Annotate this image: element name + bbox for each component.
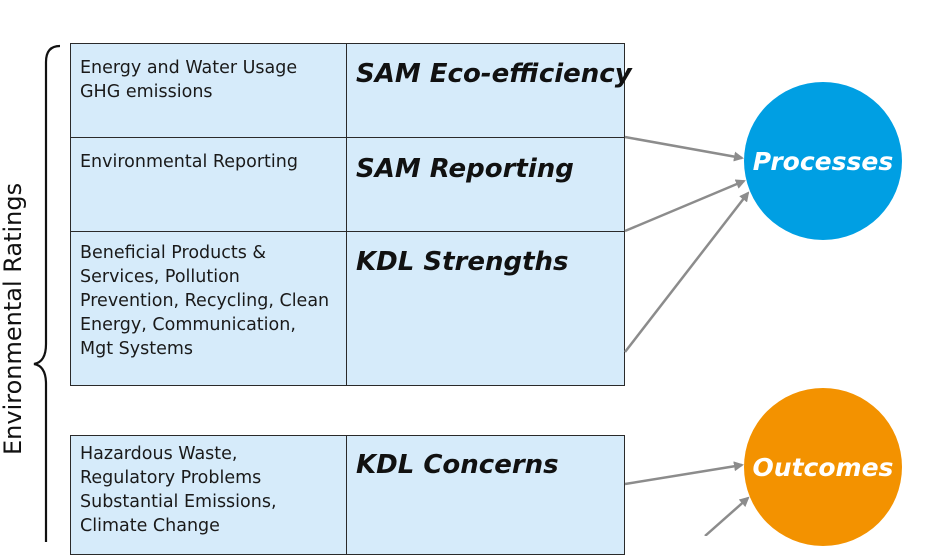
rating-name: SAM Eco-efficiency	[356, 59, 632, 89]
description-text: Beneficial Products & Services, Pollutio…	[80, 243, 330, 359]
processes-circle: Processes	[744, 82, 902, 240]
description-cell-environmental-reporting: Environmental Reporting	[70, 137, 347, 232]
arrow-eco-efficiency-to-processes	[624, 135, 744, 162]
arrow-concerns-to-outcomes	[624, 461, 744, 486]
arrow-strengths-to-processes	[624, 191, 750, 353]
processes-label: Processes	[752, 146, 894, 176]
rating-cell-kdl-strengths: KDL Strengths	[346, 231, 625, 386]
rating-cell-sam-reporting: SAM Reporting	[346, 137, 625, 232]
arrow-lower-to-outcomes	[704, 496, 750, 536]
description-cell-beneficial-products: Beneficial Products & Services, Pollutio…	[70, 231, 347, 386]
description-cell-hazardous-waste: Hazardous Waste, Regulatory Problems Sub…	[70, 435, 347, 555]
rating-cell-kdl-concerns: KDL Concerns	[346, 435, 625, 555]
rating-name: SAM Reporting	[356, 154, 574, 184]
description-cell-energy-water: Energy and Water Usage GHG emissions	[70, 43, 347, 138]
description-text: Hazardous Waste, Regulatory Problems Sub…	[80, 444, 277, 536]
description-text: Energy and Water Usage GHG emissions	[80, 58, 298, 102]
outcomes-circle: Outcomes	[744, 388, 902, 546]
rating-name: KDL Concerns	[356, 450, 559, 480]
rating-name: KDL Strengths	[356, 247, 569, 277]
rating-cell-sam-eco-efficiency: SAM Eco-efficiency	[346, 43, 632, 138]
outcomes-label: Outcomes	[752, 452, 894, 482]
description-text: Environmental Reporting	[80, 152, 298, 172]
left-brace	[33, 44, 61, 542]
arrow-reporting-to-processes	[624, 179, 746, 233]
connector-arrows	[624, 135, 750, 536]
